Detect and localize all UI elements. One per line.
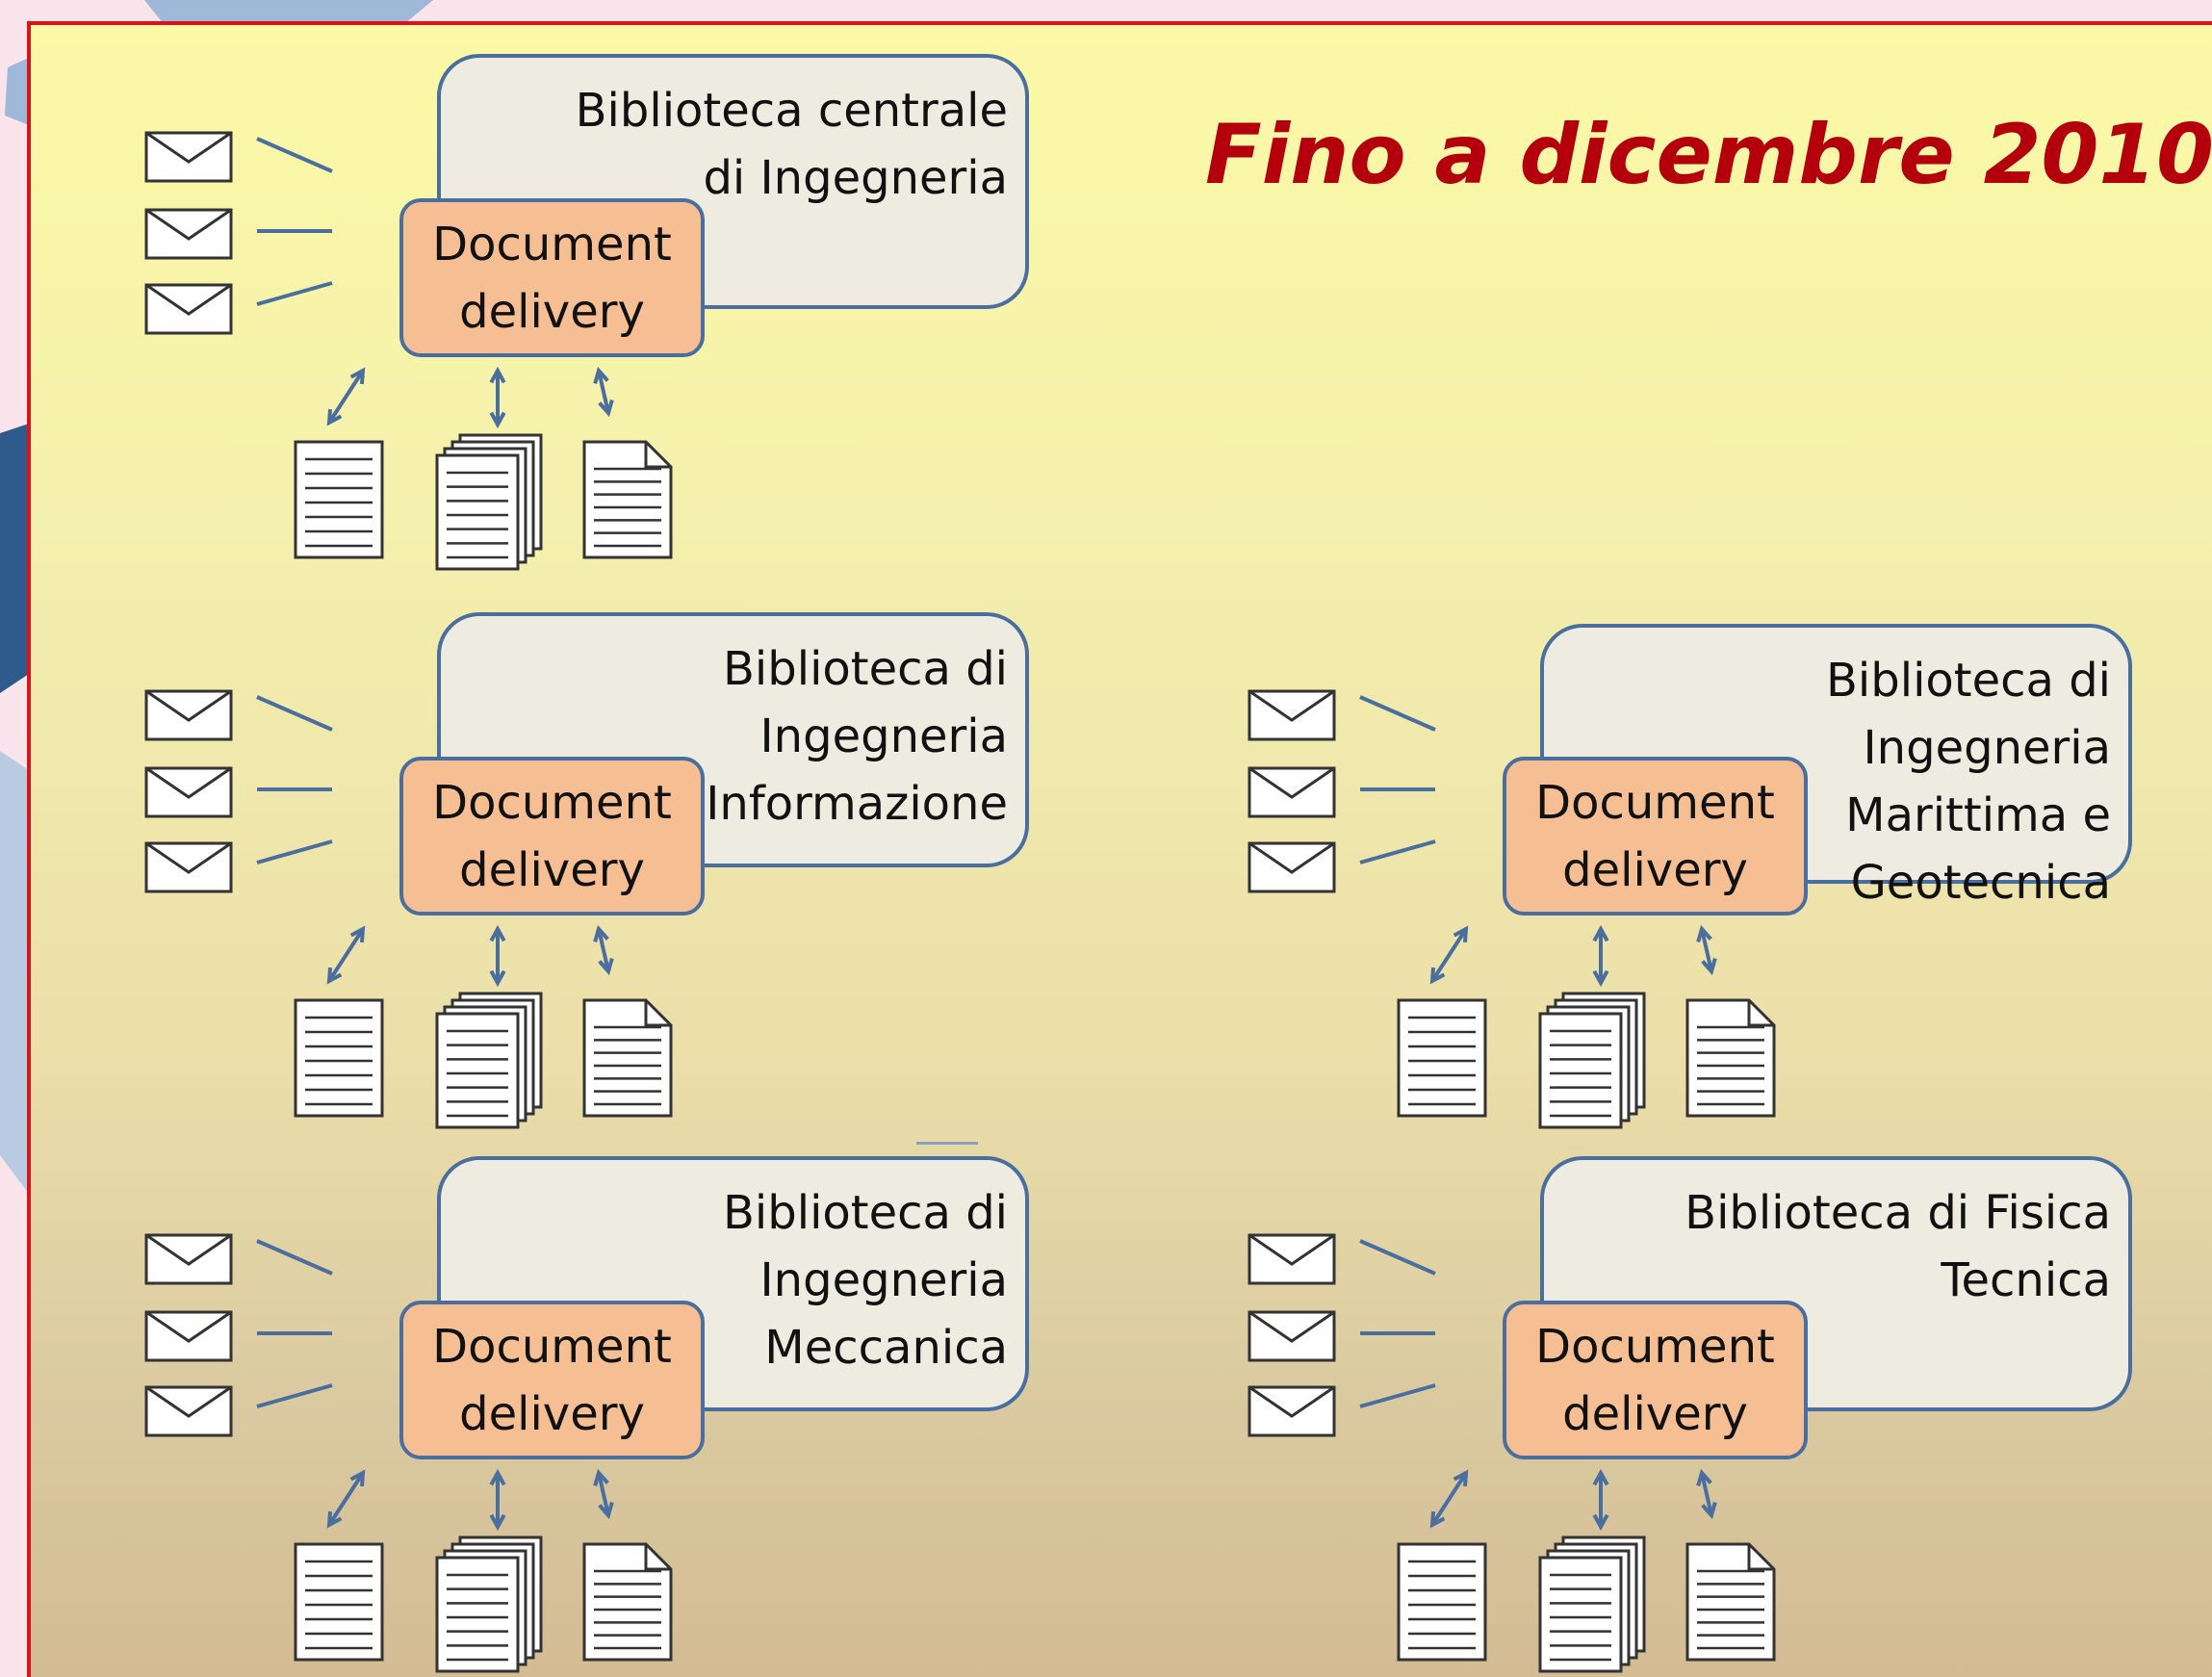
document-folded-icon	[582, 1542, 673, 1662]
envelope-icon	[1247, 841, 1336, 893]
document-icon	[294, 440, 384, 559]
document-stack-icon	[435, 1535, 543, 1673]
envelope-icon	[144, 766, 233, 818]
double-arrow	[593, 1468, 614, 1520]
envelope-icon	[1247, 1385, 1336, 1437]
library-name: Biblioteca di Fisica Tecnica	[1685, 1186, 2111, 1307]
unit-connectors	[144, 131, 673, 571]
document-icon	[1397, 998, 1487, 1118]
connector-line	[1359, 839, 1436, 864]
double-arrow	[326, 925, 366, 985]
connector-line	[256, 281, 333, 306]
library-name: Biblioteca di Ingegneria Marittima e Geo…	[1826, 654, 2111, 910]
envelope-icon	[144, 1310, 233, 1362]
document-stack-icon	[435, 433, 543, 571]
document-folded-icon	[1685, 1542, 1776, 1662]
document-delivery-box[interactable]: Document delivery	[1503, 1301, 1808, 1459]
double-arrow	[1592, 924, 1609, 988]
double-arrow	[1429, 925, 1469, 985]
double-arrow	[1429, 1469, 1469, 1529]
double-arrow	[489, 366, 506, 429]
envelope-icon	[1247, 689, 1336, 741]
double-arrow	[489, 924, 506, 988]
library-unit-informazione: Biblioteca di Ingegneria dell’Informazio…	[98, 612, 1061, 1129]
double-arrow	[1696, 1468, 1717, 1520]
double-arrow	[593, 366, 614, 418]
unit-connectors	[144, 689, 673, 1129]
document-icon	[294, 1542, 384, 1662]
slide-canvas: Fino a dicembre 2010... Biblioteca centr…	[27, 21, 2212, 1677]
connector-line	[256, 839, 333, 864]
document-stack-icon	[1538, 1535, 1646, 1673]
connector-line	[1359, 1239, 1436, 1276]
connector-line	[1359, 1383, 1436, 1408]
unit-connectors	[1247, 689, 1776, 1129]
document-delivery-box[interactable]: Document delivery	[399, 198, 705, 357]
document-delivery-box[interactable]: Document delivery	[399, 1301, 705, 1459]
unit-connectors	[1247, 1233, 1776, 1673]
library-card: Biblioteca centrale di Ingegneria	[437, 54, 1029, 309]
connector-line	[256, 695, 333, 732]
envelope-icon	[1247, 1233, 1336, 1285]
library-name: Biblioteca centrale di Ingegneria	[575, 84, 1008, 205]
envelope-icon	[144, 689, 233, 741]
unit-connectors	[144, 1233, 673, 1673]
document-folded-icon	[582, 998, 673, 1118]
library-unit-central: Biblioteca centrale di Ingegneria Docume…	[98, 54, 1061, 571]
double-arrow	[1592, 1468, 1609, 1532]
envelope-icon	[144, 841, 233, 893]
connector-line	[256, 1383, 333, 1408]
document-icon	[1397, 1542, 1487, 1662]
slide-title: Fino a dicembre 2010...	[1205, 107, 2212, 203]
document-folded-icon	[582, 440, 673, 559]
double-arrow	[1696, 924, 1717, 976]
envelope-icon	[144, 283, 233, 335]
envelope-icon	[1247, 766, 1336, 818]
document-delivery-box[interactable]: Document delivery	[399, 757, 705, 916]
library-unit-marittima: Biblioteca di Ingegneria Marittima e Geo…	[1201, 624, 2164, 1129]
document-folded-icon	[1685, 998, 1776, 1118]
library-unit-fisica-tecnica: Biblioteca di Fisica Tecnica Document de…	[1201, 1156, 2164, 1673]
document-stack-icon	[1538, 992, 1646, 1129]
double-arrow	[326, 367, 366, 426]
connector-line	[1359, 695, 1436, 732]
document-delivery-box[interactable]: Document delivery	[1503, 757, 1808, 916]
divider-line	[916, 1142, 978, 1145]
envelope-icon	[144, 1385, 233, 1437]
library-name: Biblioteca di Ingegneria Meccanica	[723, 1186, 1008, 1375]
library-unit-meccanica: Biblioteca di Ingegneria Meccanica Docum…	[98, 1156, 1061, 1673]
envelope-icon	[144, 131, 233, 183]
connector-line	[256, 137, 333, 173]
double-arrow	[593, 924, 614, 976]
double-arrow	[326, 1469, 366, 1529]
double-arrow	[489, 1468, 506, 1532]
connector-line	[256, 1239, 333, 1276]
envelope-icon	[144, 1233, 233, 1285]
envelope-icon	[1247, 1310, 1336, 1362]
document-icon	[294, 998, 384, 1118]
envelope-icon	[144, 208, 233, 260]
document-stack-icon	[435, 992, 543, 1129]
